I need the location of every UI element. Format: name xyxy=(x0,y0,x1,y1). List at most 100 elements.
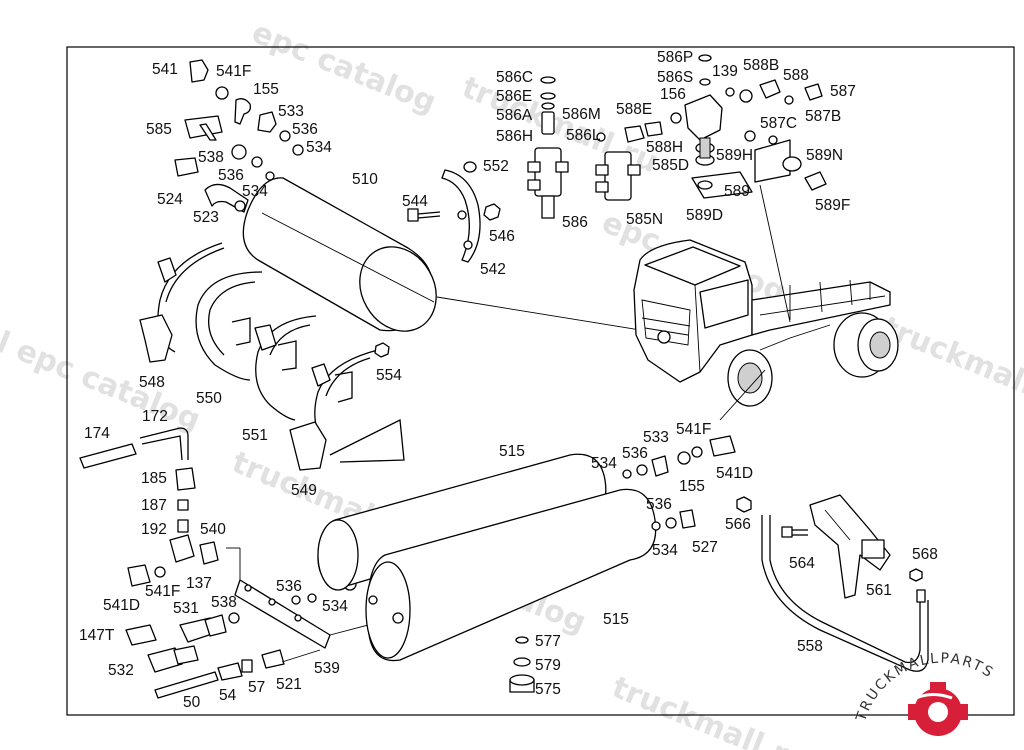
label-589H: 589H xyxy=(716,147,753,164)
label-534: 534 xyxy=(322,598,348,615)
label-588: 588 xyxy=(783,67,809,84)
label-515: 515 xyxy=(603,611,629,628)
gear-icon xyxy=(908,682,968,736)
label-57: 57 xyxy=(248,679,265,696)
label-586E: 586E xyxy=(496,88,532,105)
strap-549 xyxy=(289,349,405,471)
label-585N: 585N xyxy=(626,211,663,228)
label-541F: 541F xyxy=(145,583,180,600)
bracket-542 xyxy=(441,169,481,263)
label-185: 185 xyxy=(141,470,167,487)
label-536: 536 xyxy=(218,167,244,184)
label-147T: 147T xyxy=(79,627,115,644)
label-568: 568 xyxy=(912,546,938,563)
label-532: 532 xyxy=(108,662,134,679)
label-585D: 585D xyxy=(652,157,689,174)
label-155: 155 xyxy=(253,81,279,98)
label-534: 534 xyxy=(591,455,617,472)
label-534: 534 xyxy=(242,183,268,200)
label-561: 561 xyxy=(866,582,892,599)
strap-551 xyxy=(254,315,317,421)
air-tank-515-front xyxy=(365,488,657,662)
label-550: 550 xyxy=(196,390,222,407)
label-54: 54 xyxy=(219,687,237,704)
label-541F: 541F xyxy=(216,63,251,80)
bolt-544 xyxy=(407,208,441,222)
label-536: 536 xyxy=(276,578,302,595)
label-586M: 586M xyxy=(562,106,601,123)
fittings-185-192 xyxy=(175,467,196,533)
label-541: 541 xyxy=(152,61,178,78)
label-544: 544 xyxy=(402,193,428,210)
nut-546 xyxy=(483,203,501,221)
watermark-text: epc catalog xyxy=(247,15,441,121)
label-510: 510 xyxy=(352,171,378,188)
fittings-tank-right xyxy=(622,435,736,531)
pipe-174 xyxy=(79,443,137,469)
label-155: 155 xyxy=(679,478,705,495)
label-589: 589 xyxy=(724,183,750,200)
fittings-lower-left xyxy=(125,534,285,699)
label-534: 534 xyxy=(306,139,332,156)
label-541D: 541D xyxy=(716,465,753,482)
watermark-text: truckmall.ru e xyxy=(877,310,1024,432)
nut-554 xyxy=(374,342,390,358)
valve-585N xyxy=(595,121,663,201)
label-541D: 541D xyxy=(103,597,140,614)
strap-558 xyxy=(761,515,929,672)
label-172: 172 xyxy=(142,408,168,425)
label-586H: 586H xyxy=(496,128,533,145)
bolt-564 xyxy=(781,526,808,538)
label-552: 552 xyxy=(483,158,509,175)
label-585: 585 xyxy=(146,121,172,138)
truck-illustration xyxy=(633,184,899,421)
label-586L: 586L xyxy=(566,127,601,144)
label-548: 548 xyxy=(139,374,165,391)
label-546: 546 xyxy=(489,228,515,245)
pipe-172 xyxy=(139,427,189,461)
label-551: 551 xyxy=(242,427,268,444)
label-586S: 586S xyxy=(657,69,693,86)
label-587C: 587C xyxy=(760,115,797,132)
label-588H: 588H xyxy=(646,139,683,156)
label-536: 536 xyxy=(622,445,648,462)
label-558: 558 xyxy=(797,638,823,655)
strap-548 xyxy=(139,242,225,363)
label-542: 542 xyxy=(480,261,506,278)
label-139: 139 xyxy=(712,63,738,80)
nut-566 xyxy=(736,496,752,513)
watermark-text: truckmall.ru xyxy=(607,670,813,750)
label-533: 533 xyxy=(278,103,304,120)
label-187: 187 xyxy=(141,497,167,514)
label-586A: 586A xyxy=(496,107,533,124)
label-549: 549 xyxy=(291,482,317,499)
label-534: 534 xyxy=(652,542,678,559)
part-labels: 541 541F 155 533 536 534 585 538 536 534… xyxy=(79,49,938,711)
label-588B: 588B xyxy=(743,57,779,74)
label-137: 137 xyxy=(186,575,212,592)
label-589N: 589N xyxy=(806,147,843,164)
label-540: 540 xyxy=(200,521,226,538)
label-589D: 589D xyxy=(686,207,723,224)
air-tank-515-rear xyxy=(317,453,607,591)
label-50: 50 xyxy=(183,694,201,711)
nut-568 xyxy=(909,568,923,582)
label-538: 538 xyxy=(211,594,237,611)
label-174: 174 xyxy=(84,425,110,442)
label-588E: 588E xyxy=(616,101,652,118)
drain-valve xyxy=(509,636,535,693)
label-589F: 589F xyxy=(815,197,850,214)
label-533: 533 xyxy=(643,429,669,446)
label-587: 587 xyxy=(830,83,856,100)
label-521: 521 xyxy=(276,676,302,693)
label-192: 192 xyxy=(141,521,167,538)
valve-585D xyxy=(670,54,827,199)
label-554: 554 xyxy=(376,367,402,384)
label-515: 515 xyxy=(499,443,525,460)
label-524: 524 xyxy=(157,191,183,208)
watermark-text: l epc catalog xyxy=(0,325,205,438)
label-156: 156 xyxy=(660,86,686,103)
bracket-561 xyxy=(809,494,891,599)
label-577: 577 xyxy=(535,633,561,650)
